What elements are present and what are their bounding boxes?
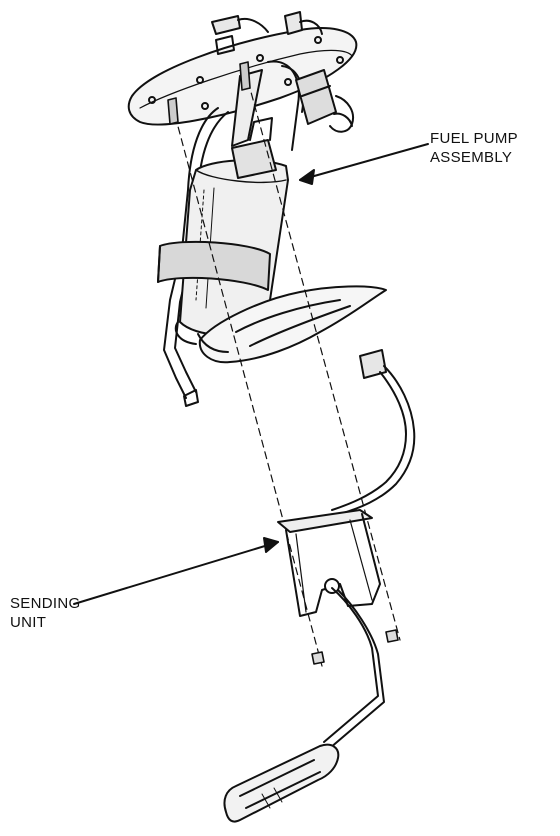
fuel-return-tube [163,107,229,407]
callout-fuel-pump-assembly: FUEL PUMP ASSEMBLY [430,129,518,167]
callout-sending-unit-line1: SENDING [10,595,81,612]
callout-sending-unit: SENDING UNIT [10,594,80,632]
float-arm [323,587,385,749]
pump-strap [157,240,271,291]
sending-unit-float [223,743,340,823]
alignment-lines [171,69,401,667]
mounting-studs [167,61,251,125]
wiring-connector [295,69,354,133]
callout-sending-unit-line2: UNIT [10,614,47,631]
sending-unit-wire [295,349,416,525]
retaining-nuts [311,629,399,665]
leader-fuel-pump [299,143,429,185]
leader-sending-unit [73,537,279,605]
sending-unit-bracket [277,509,381,617]
flange-fittings [211,11,323,55]
callout-fuel-pump-line2: ASSEMBLY [430,149,513,166]
callout-fuel-pump-line1: FUEL PUMP [430,130,518,147]
fuel-strainer [174,285,387,364]
